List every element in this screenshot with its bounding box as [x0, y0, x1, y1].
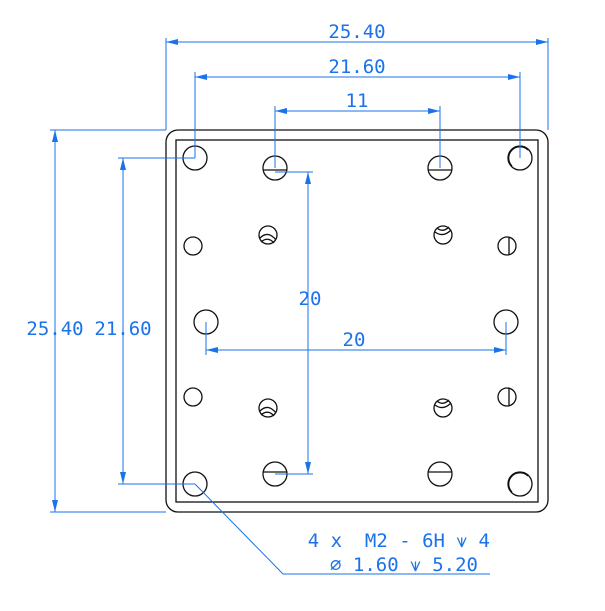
dim-overall-width: 25.40 — [328, 21, 385, 43]
dim-overall-height: 25.40 — [26, 318, 83, 340]
corner-holes — [182, 145, 533, 497]
thread-callout: 4 x M2 - 6H ⩛ 4 — [308, 530, 490, 552]
slotted-holes — [262, 155, 453, 487]
dim-hole-span-width: 21.60 — [328, 56, 385, 78]
dim-hole-span-height: 21.60 — [94, 318, 151, 340]
dim-horizontal-spacing: 20 — [343, 329, 366, 351]
dim-slot-spacing: 11 — [346, 90, 369, 112]
plate-outline — [165, 129, 549, 513]
dimension-lines — [50, 38, 549, 575]
small-holes — [183, 236, 517, 407]
tapped-holes — [258, 225, 453, 418]
dim-vertical-spacing: 20 — [299, 288, 322, 310]
drill-callout: ∅ 1.60 ⩛ 5.20 — [330, 554, 478, 576]
